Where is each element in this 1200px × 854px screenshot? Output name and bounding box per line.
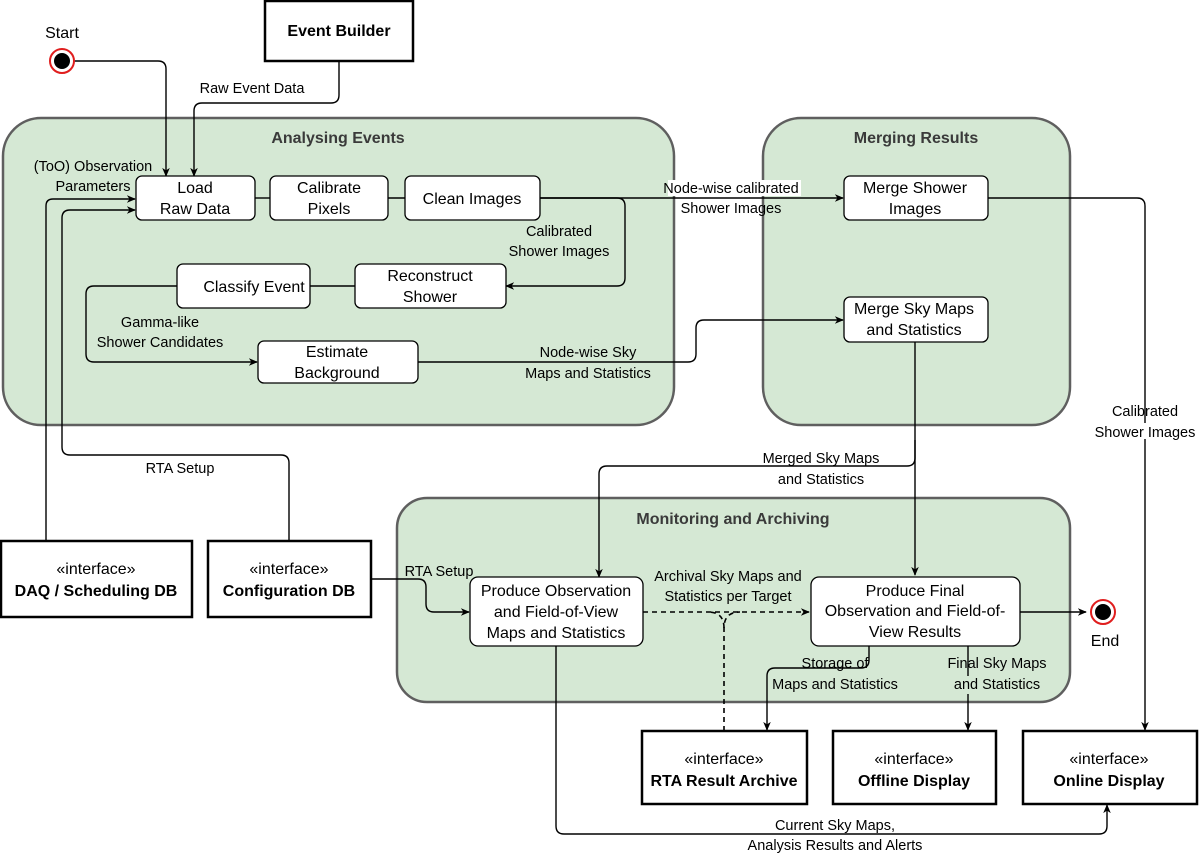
label-node-wise-calibrated-2: Shower Images [681,201,782,217]
config-name: Configuration DB [223,583,355,600]
reconstruct-line-1: Reconstruct [387,268,473,285]
node-reconstruct-shower: Reconstruct Shower [354,263,507,309]
edge-config-load [61,206,290,541]
load-raw-line-2: Raw Data [160,201,230,218]
node-merge-shower-images: Merge Shower Images [843,175,989,221]
label-calibrated-outer-2: Shower Images [1095,425,1196,441]
node-calibrate-pixels: Calibrate Pixels [269,175,389,221]
label-node-wise-sky-2: Maps and Statistics [525,366,651,382]
group-title-monitoring: Monitoring and Archiving [636,511,829,528]
label-node-wise-calibrated-1: Node-wise calibrated [663,181,798,197]
edge-config-obs [371,578,470,616]
config-stereotype: «interface» [249,561,328,578]
clean-images-label: Clean Images [423,191,522,208]
edge-estimate-mergesky [418,316,844,363]
online-name: Online Display [1053,773,1164,790]
event-builder-box: Event Builder [263,0,415,63]
edge-eventbuilder-load [190,61,340,177]
label-storage-1: Storage of [802,656,870,672]
edge-archive-dashed-left [707,611,725,629]
label-merged-sky-1: Merged Sky Maps [763,451,880,467]
start-state: Start [45,25,79,74]
label-storage-2: Maps and Statistics [772,677,898,693]
label-archival-1: Archival Sky Maps and [654,569,801,585]
offline-stereotype: «interface» [874,751,953,768]
label-gamma-like-1: Gamma-like [121,315,199,331]
group-monitoring-archiving: Monitoring and Archiving [395,496,1072,704]
node-clean-images: Clean Images [404,175,541,221]
merge-sky-line-2: and Statistics [866,322,961,339]
edge-classify-estimate [85,285,258,366]
load-raw-line-1: Load [177,180,213,197]
start-label: Start [45,25,79,42]
event-builder-label: Event Builder [287,23,390,40]
label-node-wise-sky-1: Node-wise Sky [540,345,637,361]
merge-shower-line-2: Images [889,201,941,218]
label-calibrated-inner-2: Shower Images [509,244,610,260]
interface-rta-result-archive: «interface» RTA Result Archive [640,729,809,806]
daq-name: DAQ / Scheduling DB [15,583,178,600]
label-calibrated-outer-1: Calibrated [1112,404,1178,420]
interface-offline-display: «interface» Offline Display [831,729,998,806]
group-title-analysing: Analysing Events [271,130,404,147]
label-rta-setup-top: RTA Setup [146,461,215,477]
node-produce-final: Produce Final Observation and Field-of- … [810,576,1021,647]
produce-final-line-3: View Results [869,624,961,641]
group-title-merging: Merging Results [854,130,979,147]
produce-final-line-2: Observation and Field-of- [825,603,1006,620]
estimate-line-1: Estimate [306,344,368,361]
interface-configuration-db: «interface» Configuration DB [206,539,373,619]
label-calibrated-inner-1: Calibrated [526,224,592,240]
online-stereotype: «interface» [1069,751,1148,768]
merge-shower-line-1: Merge Shower [863,180,968,197]
archive-name: RTA Result Archive [651,773,798,790]
edge-start-load [71,60,170,177]
node-load-raw-data: Load Raw Data [135,175,256,221]
interface-daq-scheduling-db: «interface» DAQ / Scheduling DB [0,539,194,619]
node-produce-observation: Produce Observation and Field-of-View Ma… [469,576,644,647]
label-archival-2: Statistics per Target [664,589,791,605]
produce-obs-line-1: Produce Observation [481,583,631,600]
calibrate-line-1: Calibrate [297,180,361,197]
produce-final-line-1: Produce Final [866,583,965,600]
edge-final-archive [763,646,870,731]
classify-event-label: Classify Event [203,279,305,296]
merge-sky-line-1: Merge Sky Maps [854,301,974,318]
produce-obs-line-3: Maps and Statistics [487,625,626,642]
edge-mergesky-obs [595,440,916,578]
interface-online-display: «interface» Online Display [1021,729,1199,806]
edges [45,60,1149,835]
daq-stereotype: «interface» [56,561,135,578]
label-too-parameters-1: (ToO) Observation [34,159,152,175]
calibrate-line-2: Pixels [308,201,351,218]
estimate-line-2: Background [294,365,379,382]
label-gamma-like-2: Shower Candidates [97,335,224,351]
label-too-parameters-2: Parameters [56,179,131,195]
edge-labels: Raw Event Data (ToO) Observation Paramet… [34,81,1197,854]
end-state: End [1090,599,1119,650]
offline-name: Offline Display [858,773,970,790]
label-merged-sky-2: and Statistics [778,472,864,488]
edge-mergeshower-online [988,197,1149,731]
node-estimate-background: Estimate Background [257,340,419,384]
label-raw-event-data: Raw Event Data [200,81,306,97]
label-rta-setup-bottom: RTA Setup [405,564,474,580]
node-classify-event: Classify Event [176,263,311,309]
group-merging-results: Merging Results [761,116,1072,427]
end-label: End [1091,633,1119,650]
label-current-sky-1: Current Sky Maps, [775,818,895,834]
edge-daq-load [45,195,136,541]
reconstruct-line-2: Shower [403,289,458,306]
edge-obs-online [555,646,1111,835]
label-final-sky-2: and Statistics [954,677,1040,693]
node-merge-sky-maps: Merge Sky Maps and Statistics [843,296,989,343]
produce-obs-line-2: and Field-of-View [494,604,619,621]
label-final-sky-1: Final Sky Maps [947,656,1046,672]
archive-stereotype: «interface» [684,751,763,768]
label-current-sky-2: Analysis Results and Alerts [748,838,923,854]
